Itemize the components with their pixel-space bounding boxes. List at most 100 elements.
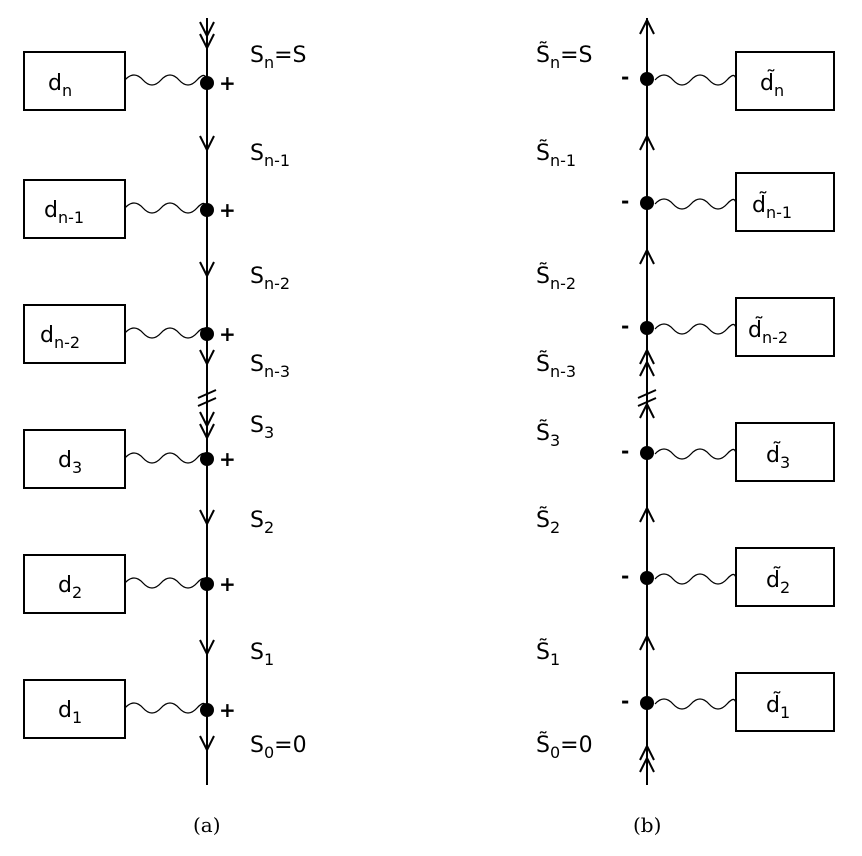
wavy-link [124,202,208,214]
arrow-down [199,349,215,367]
svg-text:d̃1: d̃1 [766,692,790,722]
panel-a-box-2: d2 [23,554,126,614]
junction-node [640,196,654,210]
segment-label: S̃ [536,732,550,758]
plus-sign: + [219,572,236,596]
minus-sign: - [621,314,629,338]
wavy-link [654,74,737,86]
svg-text:d1: d1 [58,698,82,727]
junction-node [640,571,654,585]
junction-node [200,703,214,717]
box-label: d̃ [766,567,781,593]
segment-suffix: =0 [274,733,306,758]
plus-sign: + [219,447,236,471]
svg-text:dn-1: dn-1 [44,198,84,227]
panel-b-nodes [640,72,654,710]
segment-sub: 1 [264,650,274,669]
segment-label: S̃ [536,263,550,289]
arrow-down [199,135,215,153]
segment-label: S [250,733,264,758]
segment-sub: 2 [264,518,274,537]
panel-b-segment-labels: S̃n=S S̃n-1 S̃n-2 S̃n-3 S̃3 S̃2 S̃1 S̃0=… [536,42,593,762]
arrow-down [199,735,215,753]
segment-sub: 2 [550,518,560,537]
panel-b-box-n-1: d̃n-1 [735,172,835,232]
plus-sign: + [219,322,236,346]
panel-a-box-n-1: dn-1 [23,179,126,239]
arrow-up [639,755,655,773]
arrow-down [199,261,215,279]
panel-a-nodes [200,76,214,717]
box-sub: 2 [72,583,82,602]
svg-text:S̃n-1: S̃n-1 [536,140,576,170]
wavy-link [124,74,208,86]
arrow-up [639,347,655,365]
arrow-down [199,423,215,441]
wavy-link [654,698,737,710]
panel-a-arrows [199,21,215,753]
segment-label: S [250,43,264,68]
panel-b-box-2: d̃2 [735,547,835,607]
panel-b-box-1: d̃1 [735,672,835,732]
junction-node [200,577,214,591]
segment-sub: 1 [550,650,560,669]
panel-a-caption: (a) [193,813,221,837]
segment-label: S̃ [536,639,550,665]
box-sub: n-1 [766,203,792,222]
plus-sign: + [219,198,236,222]
panel-a: dn dn-1 dn-2 d3 d2 d1 [23,18,307,837]
box-sub: n-2 [762,328,788,347]
svg-text:S̃3: S̃3 [536,420,560,450]
svg-text:S̃0=0: S̃0=0 [536,732,593,762]
box-sub: 1 [780,703,790,722]
segment-label: S [250,352,264,377]
svg-text:S̃n-3: S̃n-3 [536,351,576,381]
box-sub: 1 [72,708,82,727]
segment-sub: n [550,53,560,72]
wavy-link [124,327,208,339]
segment-sub: 0 [550,743,560,762]
svg-text:Sn-3: Sn-3 [250,352,290,381]
box-label: d̃ [766,442,781,468]
panel-b-box-n-2: d̃n-2 [735,297,835,357]
box-label: d [58,448,72,473]
arrow-up [639,743,655,761]
arrow-down [199,639,215,657]
segment-label: S [250,508,264,533]
panel-b-signs: - - - - - - [621,65,629,713]
svg-text:S̃2: S̃2 [536,507,560,537]
panel-b: d̃n d̃n-1 d̃n-2 d̃3 d̃2 d̃1 [536,17,835,837]
wavy-link [124,452,208,464]
arrow-up [639,359,655,377]
arrow-up [639,133,655,151]
arrow-up [639,633,655,651]
arrow-up [639,247,655,265]
junction-node [200,203,214,217]
segment-suffix: =S [560,43,592,68]
arrow-down [199,33,215,51]
junction-node [640,321,654,335]
segment-sub: 0 [264,743,274,762]
arrow-up [639,17,655,35]
svg-text:Sn-1: Sn-1 [250,141,290,170]
segment-sub: 3 [550,431,560,450]
panel-a-break-mark [197,389,217,407]
arrow-up [639,505,655,523]
box-label: d̃ [748,317,763,343]
arrow-down [199,509,215,527]
svg-text:d3: d3 [58,448,82,477]
segment-sub: 3 [264,423,274,442]
svg-text:d̃n: d̃n [760,70,784,100]
segment-sub: n-3 [550,362,576,381]
segment-sub: n-3 [264,362,290,381]
svg-text:dn-2: dn-2 [40,323,80,352]
wavy-link [124,577,208,589]
segment-label: S̃ [536,507,550,533]
svg-text:S̃n=S: S̃n=S [536,42,593,72]
segment-label: S̃ [536,140,550,166]
box-label: d̃ [766,692,781,718]
minus-sign: - [621,439,629,463]
svg-text:d̃n-1: d̃n-1 [752,192,792,222]
segment-label: S̃ [536,42,550,68]
svg-text:S̃1: S̃1 [536,639,560,669]
